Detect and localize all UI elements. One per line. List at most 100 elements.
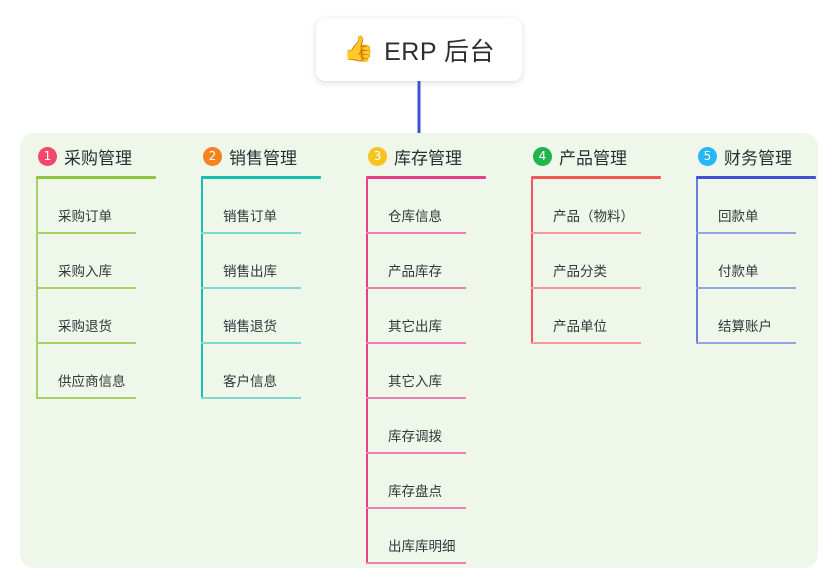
leaf-item[interactable]: 出库库明细	[366, 509, 486, 564]
leaf-item[interactable]: 付款单	[696, 234, 816, 289]
root-title: ERP 后台	[384, 37, 496, 66]
column-rule	[696, 176, 816, 179]
diagram-panel	[20, 133, 818, 568]
leaf-item[interactable]: 客户信息	[201, 344, 321, 399]
column-badge-3: 3	[368, 146, 387, 166]
root-node[interactable]: 👍 ERP 后台	[316, 18, 522, 81]
leaf-spine	[531, 179, 533, 344]
leaf-item[interactable]: 结算账户	[696, 289, 816, 344]
leaf-item[interactable]: 采购入库	[36, 234, 156, 289]
leaf-item[interactable]: 其它出库	[366, 289, 486, 344]
column-header-1[interactable]: 1 采购管理	[36, 143, 156, 169]
column-rule	[201, 176, 321, 179]
leaf-label: 销售出库	[223, 264, 277, 279]
leaf-spine	[201, 179, 203, 399]
leaf-spine	[366, 179, 368, 564]
column-财务管理: 5 财务管理回款单付款单结算账户	[696, 143, 816, 344]
leaf-list: 产品（物料） 产品分类产品单位	[531, 179, 661, 344]
leaf-rule	[366, 287, 466, 289]
leaf-item[interactable]: 库存调拨	[366, 399, 486, 454]
leaf-rule	[366, 232, 466, 234]
leaf-rule	[531, 287, 641, 289]
column-badge-5: 5	[698, 146, 717, 166]
leaf-rule	[36, 232, 136, 234]
column-采购管理: 1 采购管理采购订单采购入库采购退货供应商信息	[36, 143, 156, 399]
column-库存管理: 3 库存管理仓库信息产品库存其它出库其它入库库存调拨库存盘点出库库明细	[366, 143, 486, 564]
column-rule	[531, 176, 661, 179]
column-title: 产品管理	[559, 148, 627, 168]
leaf-rule	[366, 342, 466, 344]
leaf-label: 供应商信息	[58, 374, 126, 389]
leaf-label: 其它出库	[388, 319, 442, 334]
leaf-item[interactable]: 仓库信息	[366, 179, 486, 234]
leaf-rule	[696, 342, 796, 344]
leaf-spine	[696, 179, 698, 344]
column-title: 库存管理	[394, 148, 462, 168]
column-销售管理: 2 销售管理销售订单销售出库销售退货客户信息	[201, 143, 321, 399]
leaf-item[interactable]: 其它入库	[366, 344, 486, 399]
column-header-4[interactable]: 4 产品管理	[531, 143, 661, 169]
column-header-2[interactable]: 2 销售管理	[201, 143, 321, 169]
leaf-list: 仓库信息产品库存其它出库其它入库库存调拨库存盘点出库库明细	[366, 179, 486, 564]
leaf-rule	[696, 287, 796, 289]
column-header-3[interactable]: 3 库存管理	[366, 143, 486, 169]
leaf-item[interactable]: 产品库存	[366, 234, 486, 289]
leaf-label: 付款单	[718, 264, 759, 279]
leaf-list: 销售订单销售出库销售退货客户信息	[201, 179, 321, 399]
leaf-rule	[201, 342, 301, 344]
leaf-rule	[36, 397, 136, 399]
leaf-item[interactable]: 供应商信息	[36, 344, 156, 399]
leaf-rule	[531, 342, 641, 344]
leaf-item[interactable]: 采购订单	[36, 179, 156, 234]
leaf-rule	[201, 287, 301, 289]
leaf-label: 库存盘点	[388, 484, 442, 499]
leaf-rule	[366, 562, 466, 564]
leaf-item[interactable]: 销售退货	[201, 289, 321, 344]
leaf-rule	[366, 452, 466, 454]
leaf-item[interactable]: 库存盘点	[366, 454, 486, 509]
leaf-label: 采购订单	[58, 209, 112, 224]
column-rule	[36, 176, 156, 179]
column-title: 销售管理	[229, 148, 297, 168]
leaf-rule	[36, 287, 136, 289]
leaf-item[interactable]: 销售出库	[201, 234, 321, 289]
leaf-label: 销售订单	[223, 209, 277, 224]
leaf-label: 客户信息	[223, 374, 277, 389]
leaf-label: 其它入库	[388, 374, 442, 389]
leaf-label: 产品库存	[388, 264, 442, 279]
column-title: 财务管理	[724, 148, 792, 168]
leaf-label: 出库库明细	[388, 539, 456, 554]
leaf-rule	[201, 232, 301, 234]
leaf-label: 仓库信息	[388, 209, 442, 224]
leaf-label: 采购退货	[58, 319, 112, 334]
column-header-5[interactable]: 5 财务管理	[696, 143, 816, 169]
leaf-item[interactable]: 产品单位	[531, 289, 661, 344]
leaf-spine	[36, 179, 38, 399]
column-badge-2: 2	[203, 146, 222, 166]
leaf-rule	[366, 397, 466, 399]
leaf-item[interactable]: 采购退货	[36, 289, 156, 344]
leaf-item[interactable]: 产品分类	[531, 234, 661, 289]
column-产品管理: 4 产品管理产品（物料） 产品分类产品单位	[531, 143, 661, 344]
leaf-label: 采购入库	[58, 264, 112, 279]
leaf-rule	[201, 397, 301, 399]
leaf-list: 回款单付款单结算账户	[696, 179, 816, 344]
leaf-item[interactable]: 回款单	[696, 179, 816, 234]
column-title: 采购管理	[64, 148, 132, 168]
leaf-label: 产品单位	[553, 319, 607, 334]
thumbs-up-icon: 👍	[342, 35, 375, 63]
leaf-list: 采购订单采购入库采购退货供应商信息	[36, 179, 156, 399]
leaf-rule	[531, 232, 641, 234]
leaf-rule	[366, 507, 466, 509]
column-badge-1: 1	[38, 146, 57, 166]
column-rule	[366, 176, 486, 179]
leaf-label: 回款单	[718, 209, 759, 224]
leaf-rule	[36, 342, 136, 344]
leaf-label: 销售退货	[223, 319, 277, 334]
leaf-item[interactable]: 销售订单	[201, 179, 321, 234]
leaf-label: 结算账户	[718, 319, 772, 334]
leaf-item[interactable]: 产品（物料）	[531, 179, 661, 234]
leaf-label: 产品（物料）	[553, 209, 634, 224]
column-badge-4: 4	[533, 146, 552, 166]
leaf-label: 库存调拨	[388, 429, 442, 444]
